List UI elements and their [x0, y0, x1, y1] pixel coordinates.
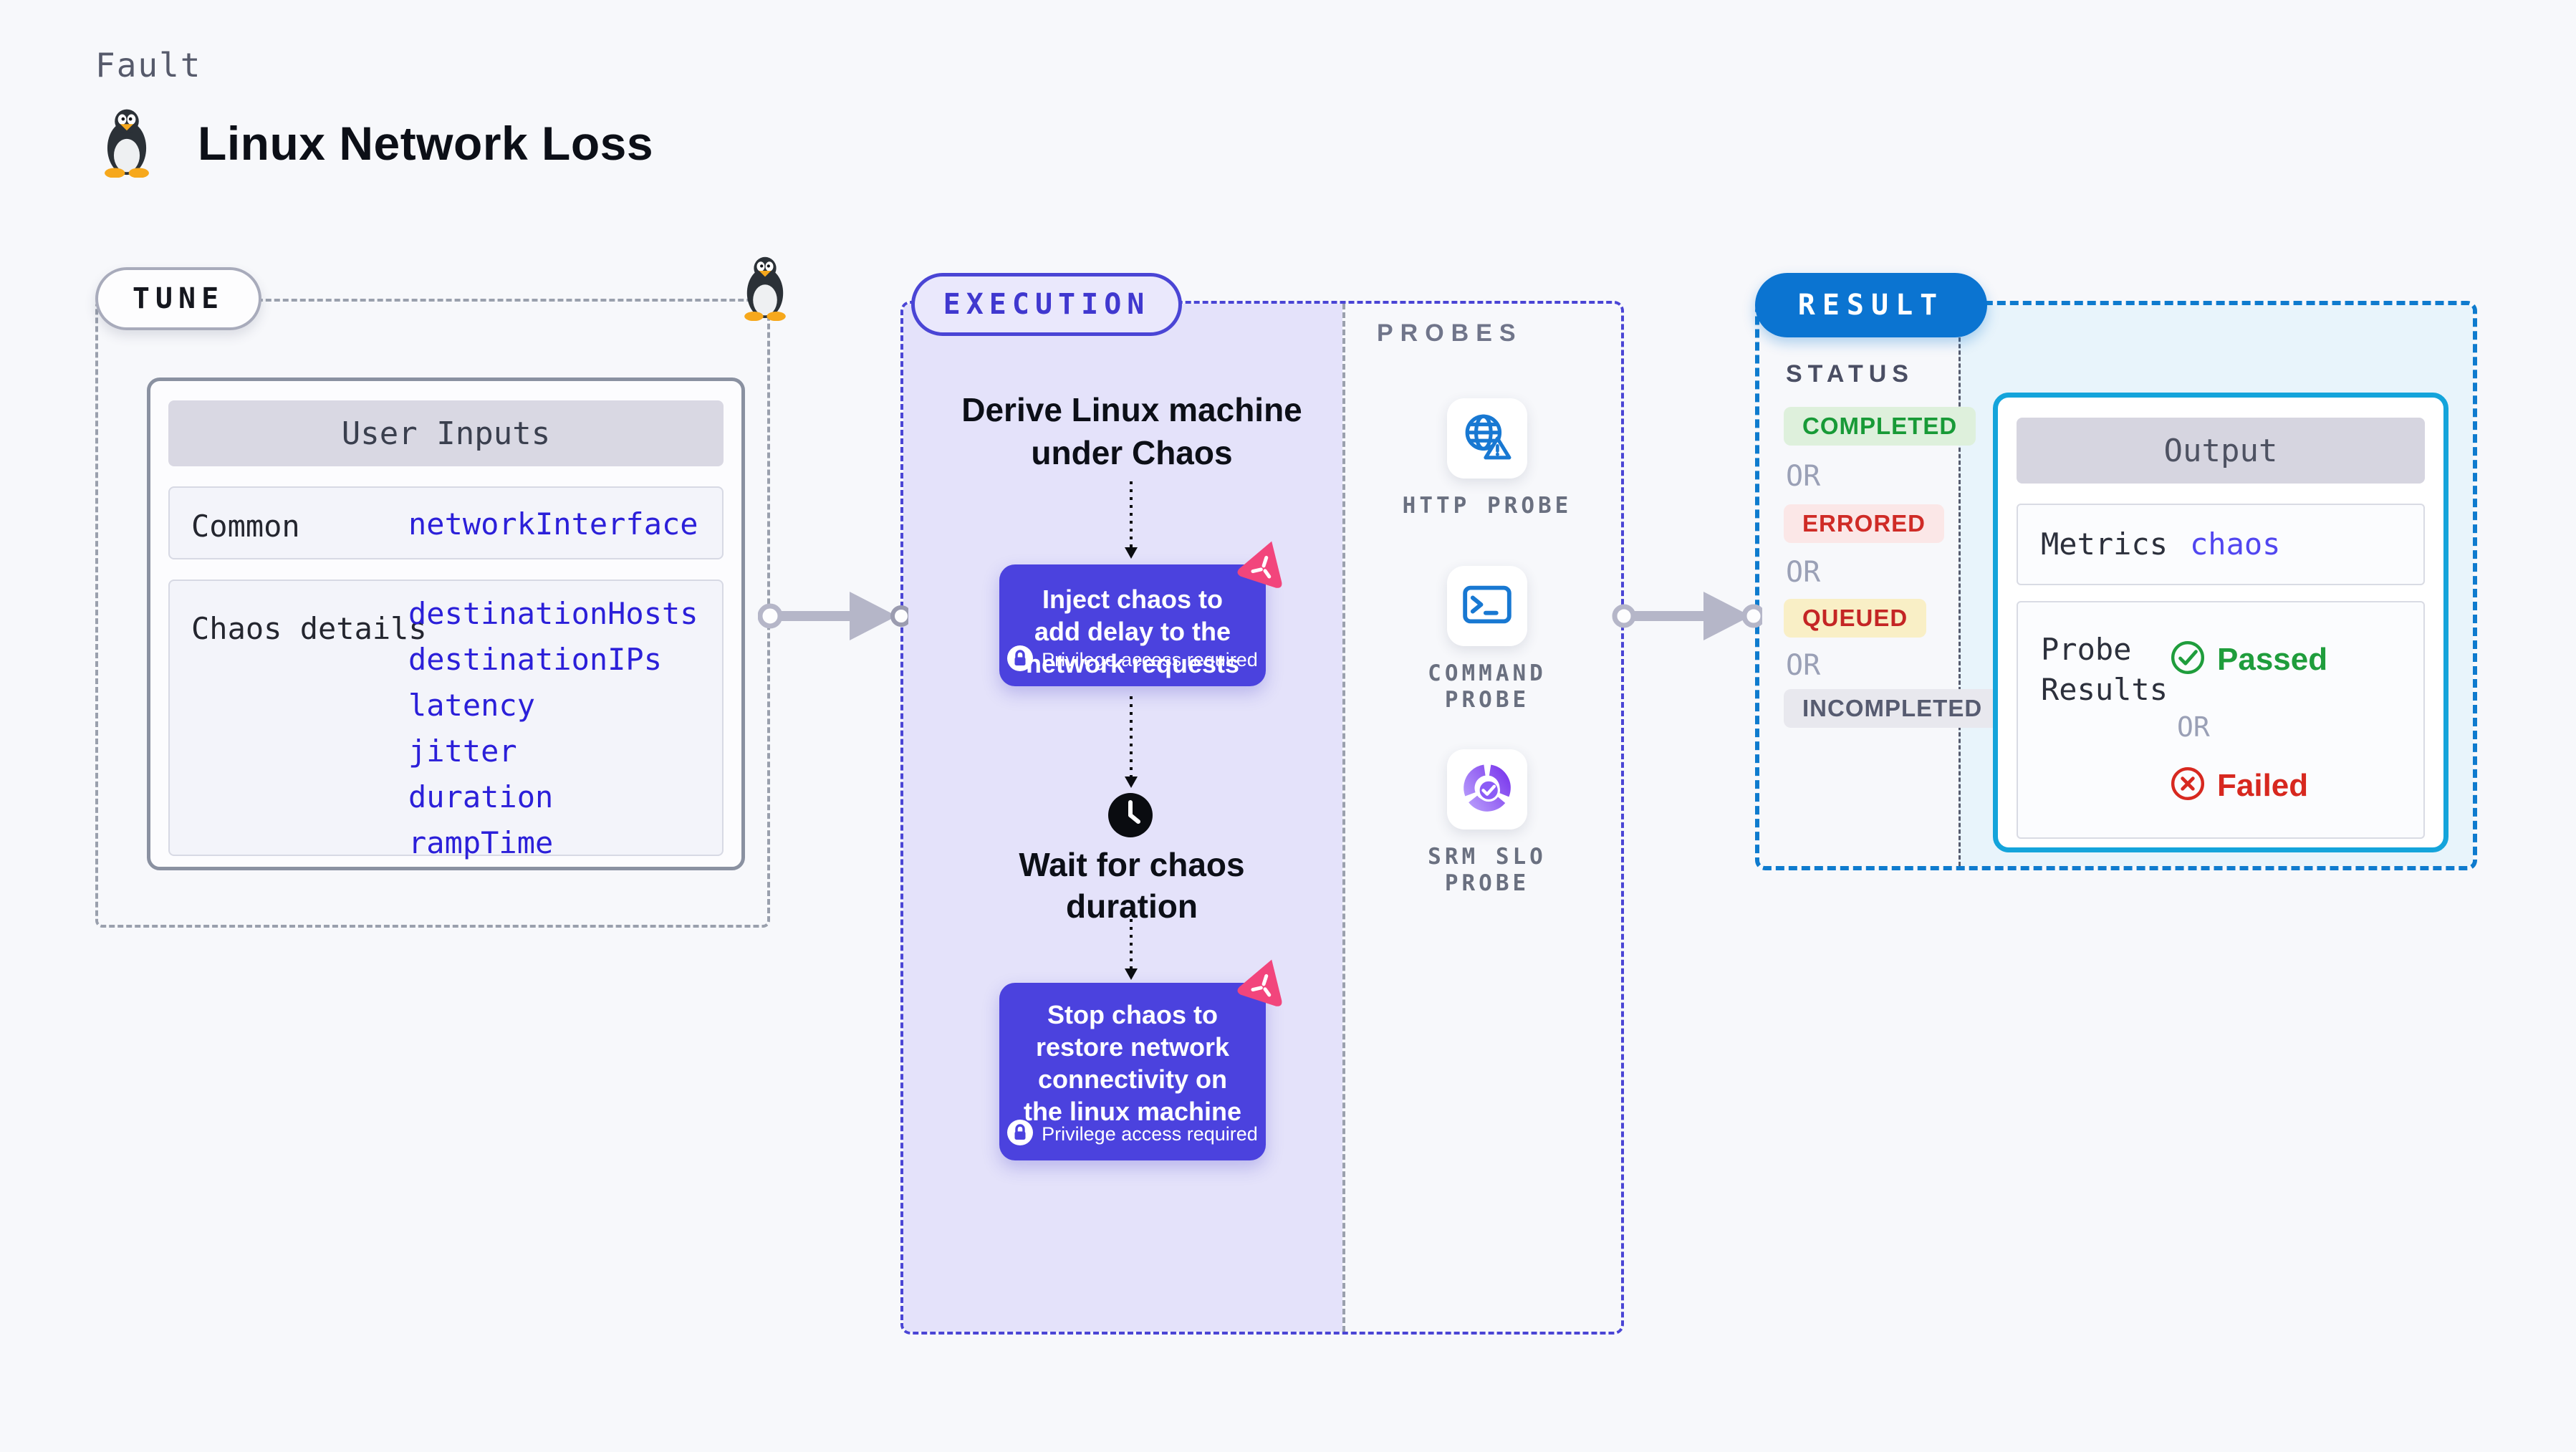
fault-label: Fault	[95, 46, 202, 85]
input-row-label: Common	[191, 509, 300, 544]
user-inputs-card: User Inputs Common networkInterface Chao…	[147, 378, 745, 870]
chaos-experiment-icon	[1234, 533, 1295, 595]
privilege-note: Privilege access required	[1042, 649, 1258, 670]
status-badge-errored: ERRORED	[1784, 504, 1945, 543]
chaos-experiment-icon	[1234, 951, 1295, 1013]
x-circle-icon	[2170, 766, 2206, 805]
or-label: OR	[1786, 460, 1821, 493]
status-badge-completed: COMPLETED	[1784, 407, 1976, 446]
result-pill: RESULT	[1755, 273, 1987, 337]
input-row-label: Chaos details	[191, 611, 427, 646]
lock-icon	[1007, 1120, 1034, 1149]
http-probe-label: HTTP PROBE	[1402, 493, 1572, 519]
metrics-row: Metrics chaos metrics	[2017, 504, 2425, 640]
check-circle-icon	[2170, 640, 2206, 679]
terminal-icon	[1463, 585, 1512, 628]
user-inputs-header: User Inputs	[168, 400, 724, 466]
probes-section-label: PROBES	[1377, 319, 1523, 347]
status-label: STATUS	[1786, 360, 1914, 388]
execution-pill: EXECUTION	[911, 273, 1182, 336]
flow-arrow-down-icon	[1122, 911, 1140, 984]
status-badge-queued: QUEUED	[1784, 599, 1927, 638]
lock-icon	[1007, 645, 1034, 675]
input-value: latency	[408, 688, 536, 723]
execution-to-result-arrow	[1612, 584, 1766, 652]
input-value: jitter	[408, 734, 517, 769]
srm-slo-probe-label: SRM SLO PROBE	[1428, 844, 1547, 896]
tune-pill: TUNE	[95, 267, 261, 330]
output-header: Output	[2017, 418, 2425, 484]
page-title: Linux Network Loss	[198, 117, 654, 170]
wait-step-label: Wait for chaos duration	[1019, 846, 1245, 925]
status-badge-incompleted: INCOMPLETED	[1784, 689, 2001, 728]
stop-chaos-label: Stop chaos to restore network connectivi…	[1023, 1000, 1242, 1126]
or-label: OR	[1786, 649, 1821, 682]
linux-tux-icon	[99, 107, 155, 178]
input-value: rampTime	[408, 825, 554, 860]
stop-chaos-step: Stop chaos to restore network connectivi…	[999, 983, 1266, 1160]
output-card: Output Metrics chaos metrics Probe Resul…	[1993, 393, 2448, 852]
failed-label: Failed	[2217, 767, 2309, 803]
flow-arrow-down-icon	[1122, 481, 1140, 562]
input-value: duration	[408, 779, 554, 814]
tune-to-execution-arrow	[757, 584, 912, 652]
inject-chaos-label: Inject chaos to add delay to the network…	[1025, 585, 1240, 678]
http-probe-card	[1447, 398, 1527, 479]
probe-results-row: Probe Results Passed OR	[2017, 601, 2425, 839]
input-value: destinationIPs	[408, 642, 663, 677]
input-value: destinationHosts	[408, 596, 698, 631]
output-separator	[1959, 305, 1961, 866]
input-value: networkInterface	[408, 506, 698, 542]
clock-icon	[1107, 792, 1153, 838]
tux-corner-icon	[739, 255, 791, 322]
globe-alert-icon	[1462, 412, 1512, 466]
privilege-note: Privilege access required	[1042, 1123, 1258, 1145]
probe-results-label: Probe Results	[2041, 632, 2168, 707]
derive-step-label: Derive Linux machine under Chaos	[961, 391, 1302, 471]
command-probe-card	[1447, 566, 1527, 646]
slo-donut-icon	[1462, 763, 1512, 817]
command-probe-label: COMMAND PROBE	[1428, 660, 1547, 713]
metrics-label: Metrics	[2041, 527, 2168, 562]
or-label: OR	[2177, 711, 2210, 743]
srm-slo-probe-card	[1447, 749, 1527, 830]
metrics-value: chaos metrics	[2190, 527, 2317, 640]
input-row-common: Common networkInterface	[168, 486, 724, 559]
probe-result-passed: Passed	[2170, 640, 2327, 679]
probes-separator	[1342, 304, 1345, 1332]
flow-arrow-down-icon	[1122, 696, 1140, 792]
passed-label: Passed	[2217, 641, 2328, 677]
inject-chaos-step: Inject chaos to add delay to the network…	[999, 564, 1266, 686]
probe-result-failed: Failed	[2170, 766, 2308, 805]
or-label: OR	[1786, 556, 1821, 589]
input-row-chaos-details: Chaos details destinationHosts destinati…	[168, 580, 724, 860]
